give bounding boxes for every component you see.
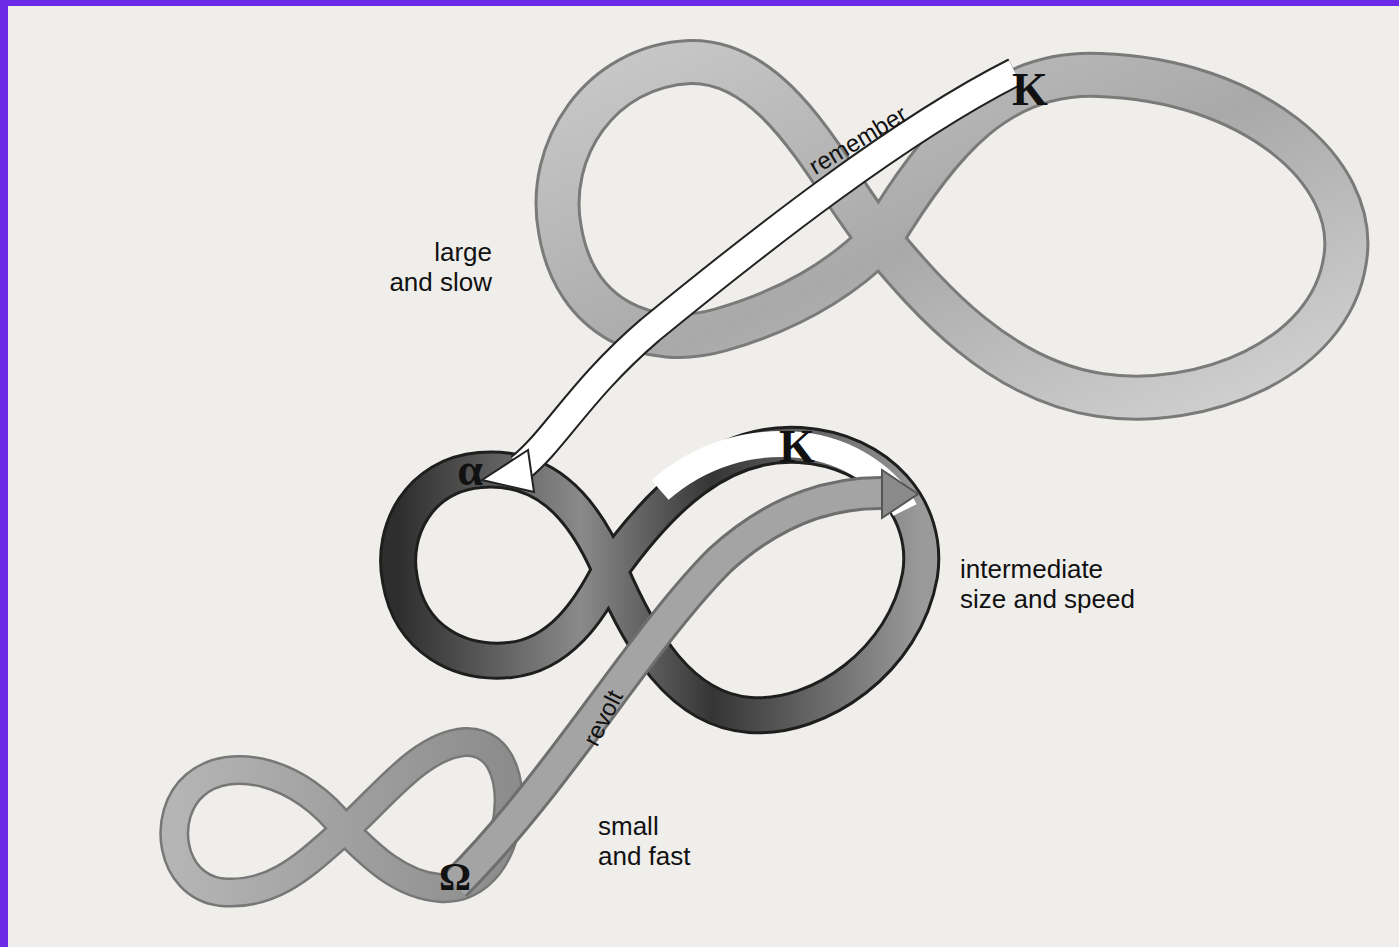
phase-symbol: K <box>779 424 815 470</box>
scale-label: large and slow <box>387 238 492 298</box>
arrow-band <box>455 493 885 885</box>
arrow-band-edge <box>455 493 885 885</box>
arrowhead <box>882 470 918 518</box>
revolt-arrow <box>455 470 918 885</box>
scale-label: small and fast <box>598 812 693 872</box>
arrow-band-edge <box>520 72 1015 468</box>
remember-arrow <box>482 72 1015 492</box>
phase-symbol: α <box>457 447 483 493</box>
arrow-band <box>520 72 1015 468</box>
arrowhead <box>482 450 534 492</box>
phase-symbol: K <box>1012 67 1048 113</box>
phase-symbol: Ω <box>439 857 471 897</box>
scale-label: intermediate size and speed <box>960 555 1137 615</box>
